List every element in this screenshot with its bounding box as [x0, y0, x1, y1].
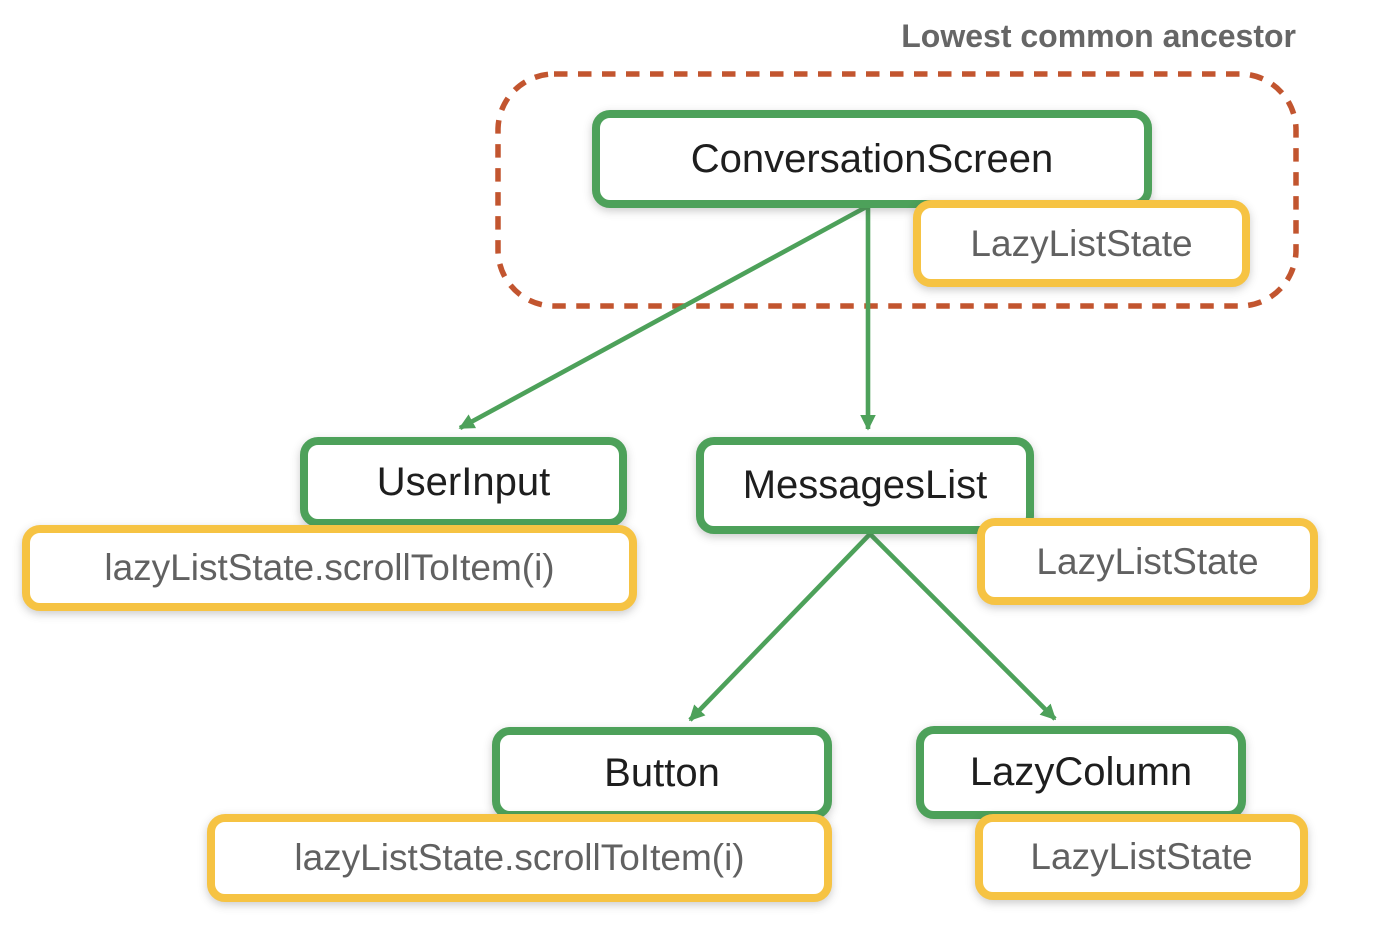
- node-userinput: UserInput: [300, 437, 627, 527]
- edge-messageslist-button: [688, 532, 872, 722]
- event-badge-button: lazyListState.scrollToItem(i): [207, 814, 832, 902]
- node-messageslist: MessagesList: [696, 437, 1034, 534]
- lowest-common-ancestor-boundary: [495, 71, 1299, 309]
- node-conversationscreen: ConversationScreen: [592, 110, 1152, 208]
- node-button: Button: [492, 727, 832, 819]
- edge-messageslist-lazycolumn: [868, 532, 1057, 721]
- state-badge-messageslist: LazyListState: [977, 518, 1318, 605]
- edge-conversationscreen-userinput: [458, 203, 870, 431]
- node-lazycolumn: LazyColumn: [916, 726, 1246, 819]
- event-badge-userinput: lazyListState.scrollToItem(i): [22, 525, 637, 611]
- state-badge-conversationscreen: LazyListState: [913, 200, 1250, 287]
- state-badge-lazycolumn: LazyListState: [975, 814, 1308, 900]
- lowest-common-ancestor-label: Lowest common ancestor: [901, 18, 1296, 54]
